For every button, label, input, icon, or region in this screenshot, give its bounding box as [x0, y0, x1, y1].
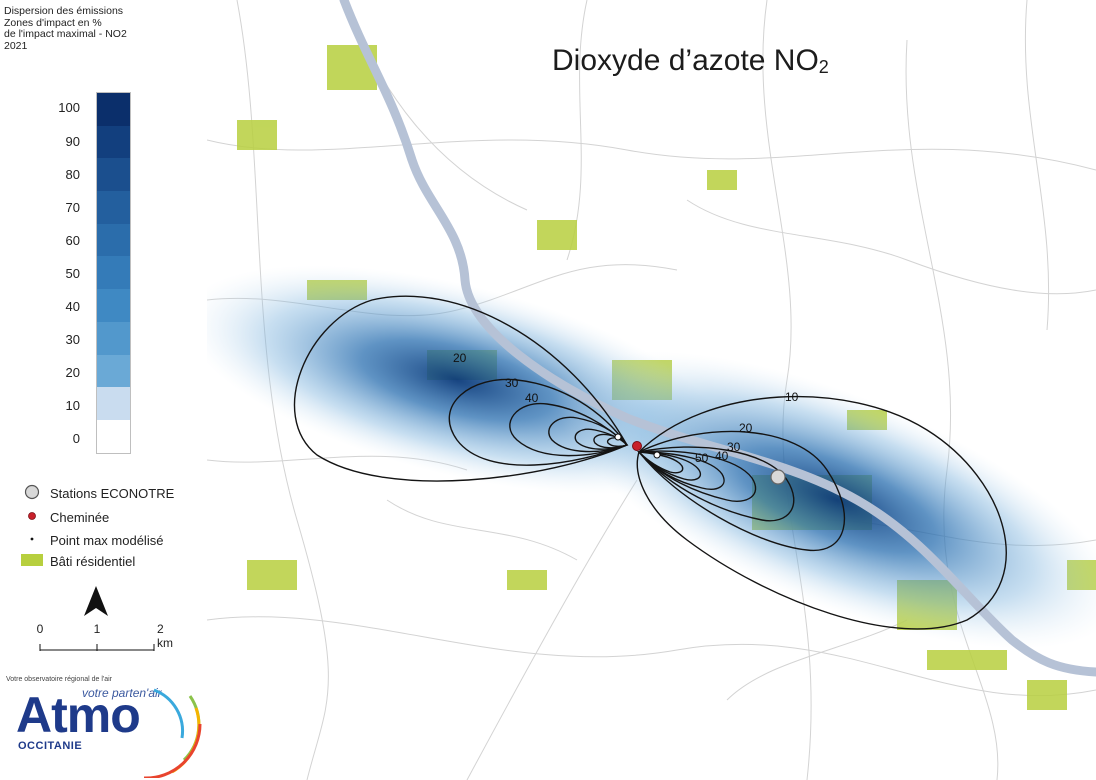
- logo-region: OCCITANIE: [18, 740, 83, 752]
- station-circle-icon: [20, 484, 44, 503]
- contour-labels: 20 30 40 10 20 30 40 50: [453, 351, 799, 465]
- color-scale-cell: [97, 354, 130, 388]
- map-points: [614, 433, 786, 485]
- color-scale-cell: [97, 321, 130, 355]
- max-point-icon: [20, 531, 44, 550]
- map-area: 20 30 40 10 20 30 40 50: [207, 0, 1096, 780]
- logo-wordmark: Atmo: [16, 687, 141, 743]
- color-scale-cell: [97, 191, 130, 224]
- logo-arcs-icon: [144, 688, 202, 778]
- legend-item-residential: Bâti résidentiel: [20, 554, 135, 569]
- legend-item-label: Bâti résidentiel: [50, 554, 136, 569]
- chimney-point: [632, 441, 642, 451]
- map-title-text: Dioxyde d’azote NO: [552, 44, 819, 77]
- legend-item-label: Point max modélisé: [50, 533, 164, 548]
- logo-tagline: Votre observatoire régional de l'air: [6, 676, 113, 683]
- scale-label: 80: [65, 167, 80, 182]
- scale-label: 40: [65, 299, 80, 314]
- contour-label: 20: [739, 421, 753, 435]
- contour-label: 20: [453, 351, 467, 365]
- contours-east: [636, 395, 1007, 630]
- scale-label: 20: [65, 365, 80, 380]
- atmo-occitanie-logo: Votre observatoire régional de l'air vot…: [4, 668, 204, 778]
- color-scale-cell: [97, 256, 130, 290]
- map-title-subscript: 2: [818, 57, 829, 77]
- legend-item-label: Cheminée: [50, 510, 110, 525]
- road-network: [207, 0, 1096, 780]
- legend-item-max-point: Point max modélisé: [20, 531, 163, 550]
- legend-item-stations: Stations ECONOTRE: [20, 484, 174, 503]
- color-scale-bar: [96, 92, 131, 454]
- north-arrow-icon: [82, 584, 110, 623]
- contour-label: 40: [525, 391, 539, 405]
- legend-title-line: 2021: [4, 39, 28, 52]
- contour-label: 30: [505, 376, 519, 390]
- scalebar-label: 1: [93, 622, 101, 636]
- scale-label: 100: [58, 100, 80, 115]
- contour-label: 40: [715, 449, 729, 463]
- legend-title-line: de l'impact maximal - NO2: [4, 28, 127, 40]
- contour-label: 10: [785, 390, 799, 404]
- chimney-dot-icon: [20, 508, 44, 527]
- logo-subtitle: votre parten'air: [82, 686, 162, 700]
- legend-title: Dispersion des émissions Zones d'impact …: [4, 5, 127, 52]
- river-lot: [339, 0, 1096, 677]
- scale-label: 10: [65, 398, 80, 413]
- color-scale-cell: [97, 387, 130, 420]
- residential-swatch-icon: [20, 554, 44, 569]
- scale-label: 0: [72, 431, 80, 446]
- scale-label: 90: [65, 134, 80, 149]
- map-title: Dioxyde d’azote NO2: [552, 44, 829, 78]
- scalebar-label: 2 km: [157, 622, 173, 650]
- color-scale-cell: [97, 419, 130, 453]
- legend-title-line: Dispersion des émissions: [4, 5, 124, 17]
- scalebar-label: 0: [36, 622, 44, 636]
- color-scale-cell: [97, 158, 130, 192]
- scale-label: 50: [65, 266, 80, 281]
- color-scale-cell: [97, 289, 130, 322]
- color-scale-cell: [97, 223, 130, 257]
- contour-label: 50: [695, 451, 709, 465]
- max-point-west: [614, 433, 622, 441]
- legend-panel: Dispersion des émissions Zones d'impact …: [0, 0, 208, 780]
- legend-title-line: Zones d'impact en %: [4, 16, 102, 29]
- legend-item-label: Stations ECONOTRE: [50, 486, 175, 501]
- station-econotre: [770, 469, 786, 485]
- color-scale-cell: [97, 93, 130, 126]
- scale-label: 70: [65, 200, 80, 215]
- scale-label: 30: [65, 332, 80, 347]
- legend-item-chimney: Cheminée: [20, 508, 109, 527]
- scale-label: 60: [65, 233, 80, 248]
- max-point-east: [653, 451, 661, 459]
- contours-west: [293, 295, 629, 482]
- plume-shading: [207, 265, 1096, 649]
- color-scale-cell: [97, 125, 130, 159]
- contour-label: 30: [727, 440, 741, 454]
